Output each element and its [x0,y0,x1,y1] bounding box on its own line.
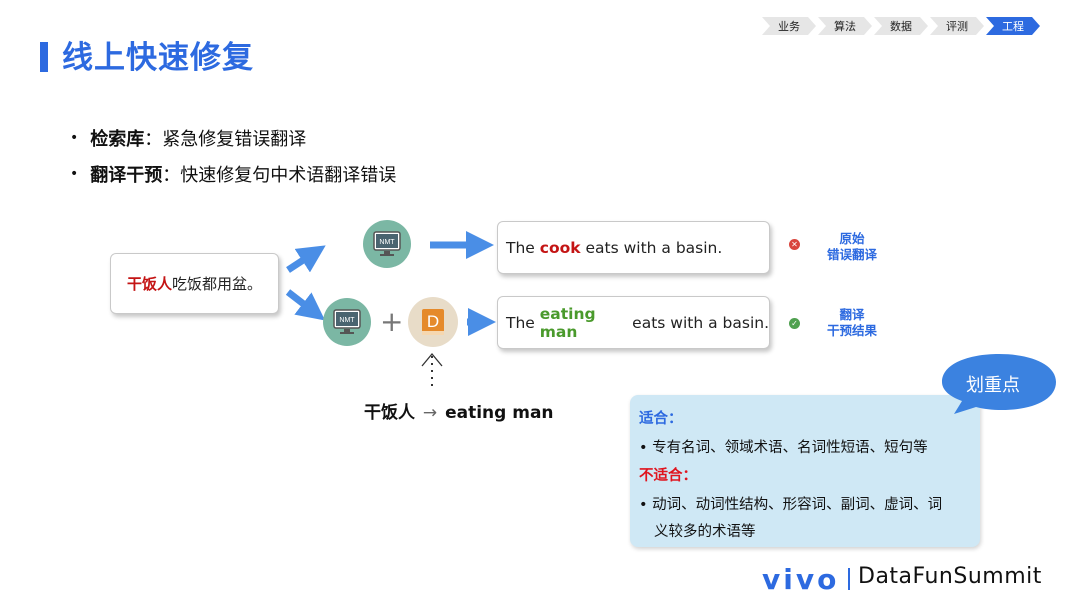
breadcrumb-step-data[interactable]: 数据 [874,17,928,35]
suitable-item: • 专有名词、领域术语、名词性短语、短句等 [639,436,928,457]
bullet-term: 检索库 [90,129,145,150]
title-accent-bar [40,42,48,72]
suitable-label: 适合： [639,411,683,427]
breadcrumb-step-engineering[interactable]: 工程 [986,17,1040,35]
tag-original-error: 原始 错误翻译 [818,231,886,263]
tag-intervention-result: 翻译 干预结果 [818,307,886,339]
tag-line: 干预结果 [826,323,877,338]
bullet-dot: • [639,440,648,456]
unsuitable-text-line1: 动词、动词性结构、形容词、副词、虚词、词 [652,497,943,513]
right-arrow-icon: → [422,403,438,423]
output-prefix: The [506,238,535,257]
tag-line: 翻译 [839,307,865,322]
tag-line: 错误翻译 [826,247,877,262]
vivo-logo: vivo [762,563,840,596]
unsuitable-label: 不适合： [639,468,697,484]
breadcrumb-step-evaluation[interactable]: 评测 [930,17,984,35]
footer-divider [848,568,850,590]
breadcrumb-step-algorithm[interactable]: 算法 [818,17,872,35]
output-suffix: eats with a basin. [627,313,769,332]
source-rest-text: 吃饭都用盆。 [172,275,263,293]
arrow-source-to-nmt-bottom [285,289,326,321]
nmt-monitor-icon: NMT [323,298,371,346]
speech-bubble-icon [942,354,1056,414]
unsuitable-item: • 动词、动词性结构、形容词、副词、虚词、词 [639,493,942,514]
dictionary-book-icon: D [408,297,458,347]
error-x-icon: ✕ [789,239,800,250]
success-check-icon: ✓ [789,318,800,329]
nmt-label: NMT [339,317,355,324]
breadcrumb-step-business[interactable]: 业务 [762,17,816,35]
source-sentence-box: 干饭人吃饭都用盆。 [110,253,279,314]
bullet-dot: • [639,497,648,513]
source-highlight-term: 干饭人 [126,275,172,293]
rule-source-term: 干饭人 [364,403,415,423]
bullet-retrieval-library: • 检索库 ： 紧急修复错误翻译 [70,125,306,151]
key-points-card: 适合： • 专有名词、领域术语、名词性短语、短句等 不适合： • 动词、动词性结… [630,395,980,547]
output-correct-term: eating man [539,304,596,341]
tag-line: 原始 [839,231,865,246]
dictionary-letter: D [427,312,439,331]
rule-up-arrow-head [421,352,443,367]
bullet-desc: 紧急修复错误翻译 [162,129,307,150]
bullet-dot: • [70,130,79,146]
output-error-term: cook [539,238,581,257]
plus-sign: + [380,305,404,338]
bullet-dot: • [70,166,79,182]
nmt-monitor-icon: NMT [363,220,411,268]
highlight-bubble-text: 划重点 [966,375,1020,396]
suitable-text: 专有名词、领域术语、名词性短语、短句等 [652,440,928,456]
bullet-colon: ： [162,165,181,186]
bullet-colon: ： [144,129,163,150]
unsuitable-text-line2: 义较多的术语等 [654,524,756,540]
datafun-summit-logo: DataFunSummit [858,564,1042,589]
output-prefix: The [506,313,535,332]
bullet-term: 翻译干预 [90,165,163,186]
nmt-label: NMT [379,239,395,246]
output-suffix: eats with a basin. [580,238,723,257]
output-original-box: The cook eats with a basin. [497,221,770,274]
page-title: 线上快速修复 [62,40,254,76]
intervention-rule: 干饭人 → eating man [364,398,554,423]
bullet-translation-intervention: • 翻译干预 ： 快速修复句中术语翻译错误 [70,161,396,187]
output-intervened-box: The eating man eats with a basin. [497,296,770,349]
rule-target-term: eating man [445,403,554,423]
arrow-source-to-nmt-top [286,245,326,273]
bullet-desc: 快速修复句中术语翻译错误 [180,165,397,186]
